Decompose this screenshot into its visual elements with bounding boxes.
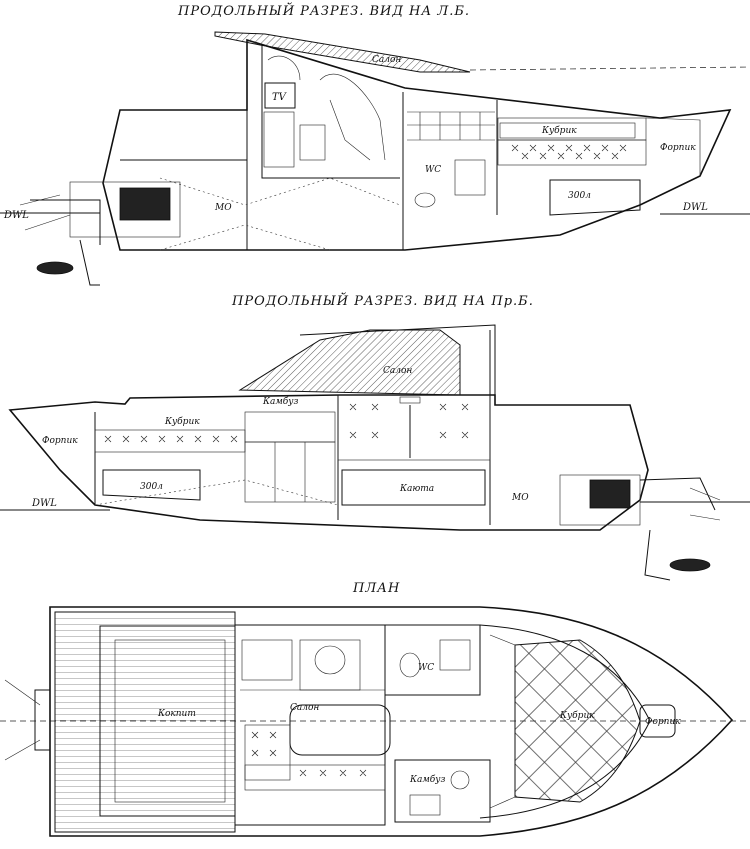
- port-roof-line: [469, 66, 750, 71]
- plan-label-kambuz: Камбуз: [409, 774, 446, 785]
- starboard-roof: [238, 329, 461, 396]
- plan-label-kokpit: Кокпит: [157, 709, 196, 719]
- starboard-label-forpik: Форпик: [42, 436, 78, 446]
- port-label-salon: Салон: [372, 55, 401, 65]
- starboard-label-dwl: DWL: [31, 498, 57, 509]
- starboard-label-mo: МО: [511, 493, 529, 503]
- starboard-label-salon: Салон: [383, 366, 412, 376]
- plan-kubrik-berth: [514, 639, 641, 803]
- port-section-view: Салон TV Кубрик Форпик WC 300л МО DWL DW…: [0, 31, 750, 286]
- port-roof: [214, 31, 471, 73]
- port-label-wc: WC: [425, 165, 441, 175]
- starboard-label-kayuta: Каюта: [399, 484, 434, 494]
- plan-label-forpik: Форпик: [645, 717, 681, 727]
- port-kubrik-cushions: [511, 144, 627, 160]
- port-label-zod: 300л: [568, 191, 591, 201]
- starboard-salon-cushions: [349, 403, 469, 439]
- plan-label-salon: Салон: [290, 703, 319, 713]
- plan-cockpit-deck: [54, 611, 236, 833]
- port-label-dwl-right: DWL: [682, 202, 708, 213]
- starboard-label-zod: 300л: [140, 482, 163, 492]
- port-label-forpik: Форпик: [660, 143, 696, 153]
- port-label-mo: МО: [214, 203, 232, 213]
- starboard-hull-outline: [8, 394, 649, 531]
- port-label-tv: TV: [272, 92, 288, 103]
- starboard-label-kambuz: Камбуз: [262, 396, 299, 407]
- plan-hull-outline: [49, 606, 734, 837]
- plan-label-kubrik: Кубрик: [559, 710, 595, 721]
- plan-label-wc: WC: [418, 663, 434, 673]
- starboard-label-kubrik: Кубрик: [164, 416, 200, 427]
- starboard-section-view: Салон Камбуз Кубрик Форпик 300л Каюта МО…: [0, 324, 750, 581]
- port-label-kubrik: Кубрик: [541, 125, 577, 136]
- title-port-section: ПРОДОЛЬНЫЙ РАЗРЕЗ. ВИД НА Л.Б.: [178, 4, 471, 19]
- starboard-kubrik-cushions: [104, 435, 238, 443]
- plan-view: Кокпит Салон WC Кубрик Форпик Камбуз: [0, 606, 750, 837]
- title-plan: ПЛАН: [353, 581, 401, 596]
- plan-salon-cushions: [251, 731, 367, 777]
- title-starboard-section: ПРОДОЛЬНЫЙ РАЗРЕЗ. ВИД НА Пр.Б.: [232, 294, 534, 309]
- port-label-dwl-left: DWL: [3, 210, 29, 221]
